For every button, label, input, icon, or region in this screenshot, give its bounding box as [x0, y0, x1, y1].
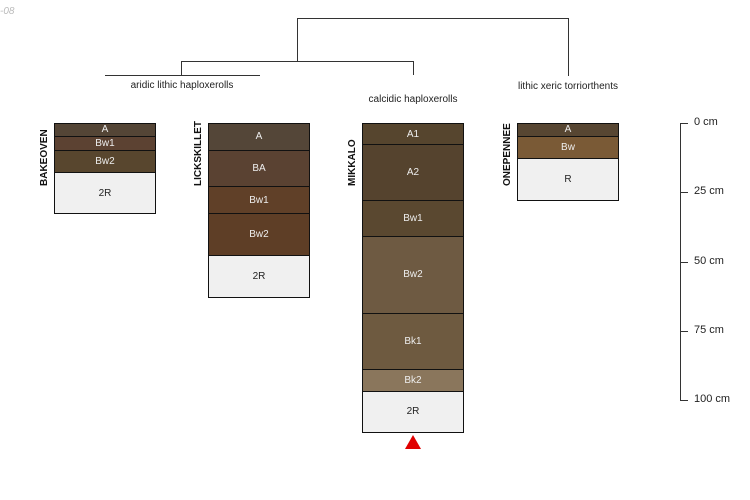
horizon: Bw2: [208, 214, 310, 256]
horizon: Bk1: [362, 314, 464, 370]
horizon: A: [54, 123, 156, 137]
profile-name: ONEPENNEE: [502, 123, 513, 186]
horizon: A: [208, 123, 310, 151]
horizon: 2R: [362, 391, 464, 434]
horizon: Bw: [517, 136, 619, 159]
taxon-label: lithic xeric torriorthents: [517, 81, 619, 92]
horizon: Bw1: [54, 136, 156, 151]
taxon-label: aridic lithic haploxerolls: [130, 80, 234, 91]
axis-tick: [680, 192, 688, 194]
corner-text: -08: [0, 6, 15, 17]
horizon: A1: [362, 123, 464, 146]
horizon: 2R: [208, 255, 310, 298]
axis-tick-label: 50 cm: [694, 254, 724, 267]
axis-tick: [680, 400, 688, 401]
profile-name: LICKSKILLET: [193, 121, 204, 186]
taxon-label: calcidic haploxerolls: [368, 94, 458, 105]
profile-name: MIKKALO: [347, 139, 358, 186]
horizon: 2R: [54, 172, 156, 215]
axis-tick: [680, 261, 688, 263]
horizon: A2: [362, 145, 464, 201]
horizon: Bw1: [362, 200, 464, 237]
horizon: Bw2: [362, 236, 464, 315]
axis-tick-label: 75 cm: [694, 323, 724, 336]
horizon: BA: [208, 150, 310, 187]
profile-name: BAKEOVEN: [39, 129, 50, 186]
axis-tick-label: 100 cm: [694, 393, 731, 405]
axis-tick: [680, 123, 688, 124]
horizon: Bw1: [208, 186, 310, 215]
axis-tick: [680, 330, 688, 332]
axis-tick-label: 0 cm: [694, 116, 718, 128]
horizon: R: [517, 159, 619, 201]
horizon: Bw2: [54, 150, 156, 173]
axis-tick-label: 25 cm: [694, 185, 724, 198]
horizon: A: [517, 123, 619, 137]
horizon: Bk2: [362, 369, 464, 392]
marker-triangle: [405, 435, 421, 449]
